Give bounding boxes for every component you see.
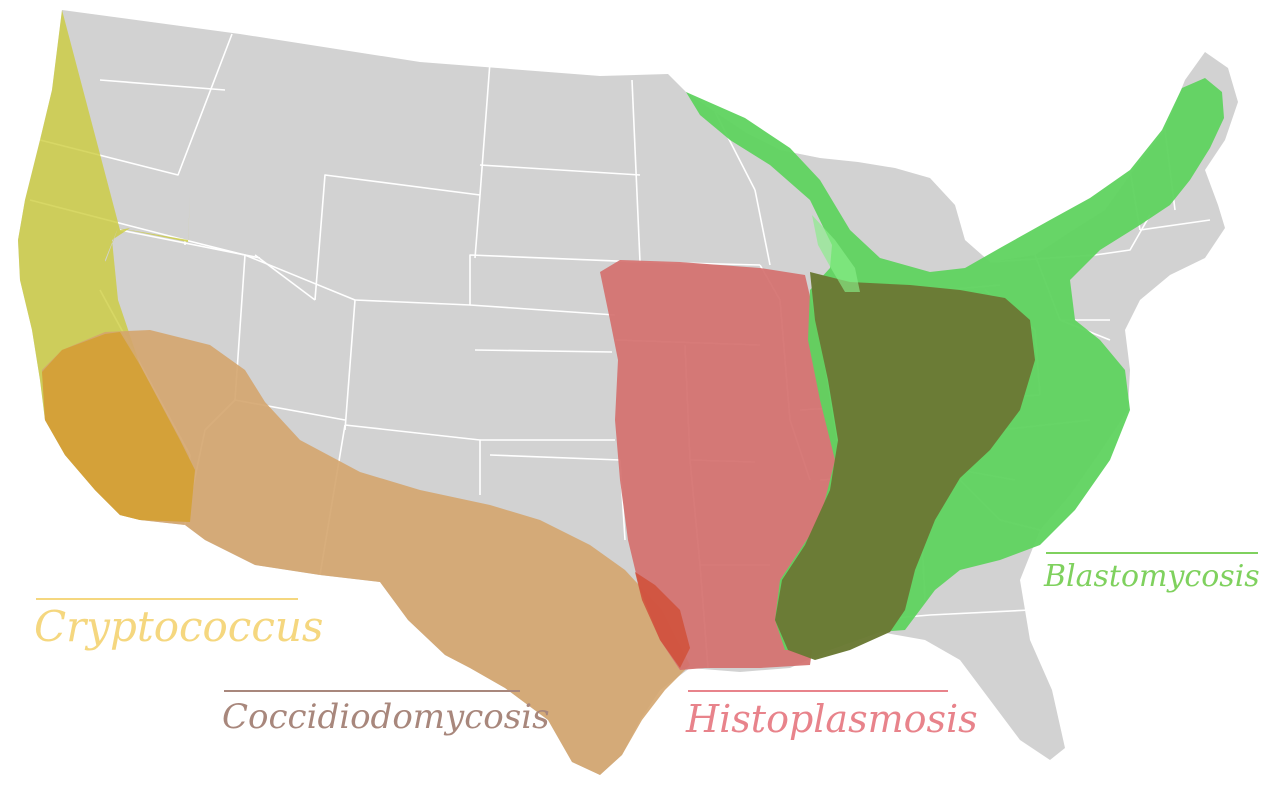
coccidiodomycosis-region bbox=[42, 330, 690, 775]
histoplasmosis-label-rule bbox=[688, 690, 948, 692]
histoplasmosis-label: Histoplasmosis bbox=[686, 697, 978, 741]
histoplasmosis-region bbox=[600, 260, 842, 670]
coccidiodomycosis-label: Coccidiodomycosis bbox=[222, 697, 550, 737]
coccidiodomycosis-label-rule bbox=[224, 690, 520, 692]
cryptococcus-label: Cryptococcus bbox=[34, 602, 324, 651]
cryptococcus-label-rule bbox=[36, 598, 298, 600]
blastomycosis-label: Blastomycosis bbox=[1044, 559, 1260, 594]
blasto-histo-light-overlap bbox=[812, 215, 860, 292]
blastomycosis-label-rule bbox=[1046, 552, 1258, 554]
histo-blasto-overlap bbox=[775, 272, 1035, 660]
histo-cocci-overlap bbox=[635, 572, 690, 668]
cryptococcus-cocci-overlap bbox=[42, 332, 195, 522]
